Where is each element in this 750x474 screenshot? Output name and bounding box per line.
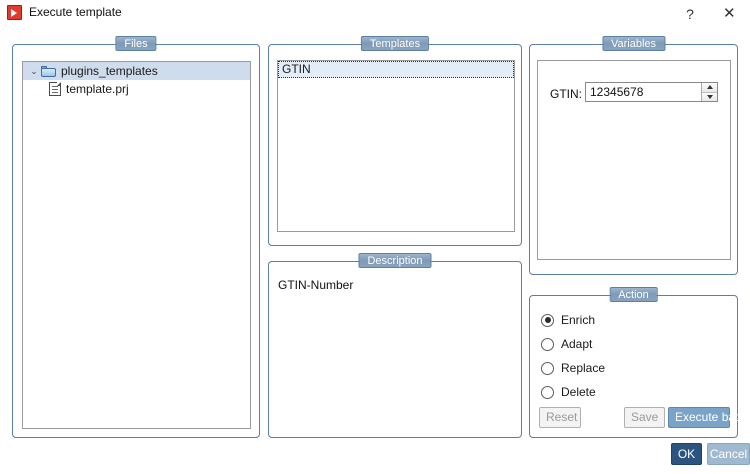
tree-item-label: plugins_templates (61, 64, 158, 78)
ok-button[interactable]: OK (671, 443, 702, 465)
gtin-field-label: GTIN: (550, 87, 582, 101)
description-group-title: Description (358, 253, 432, 268)
close-button[interactable]: ✕ (717, 2, 739, 24)
save-button[interactable]: Save (624, 407, 665, 428)
window-title: Execute template (29, 5, 122, 19)
radio-replace[interactable]: Replace (541, 361, 605, 375)
spinner-up-icon[interactable] (702, 83, 717, 93)
execute-batch-button[interactable]: Execute batch (668, 407, 750, 428)
variables-panel: GTIN: (537, 60, 731, 260)
execute-template-icon (7, 5, 22, 20)
description-group: Description GTIN-Number (268, 253, 522, 438)
cancel-button[interactable]: Cancel (707, 443, 750, 465)
templates-group-title: Templates (360, 36, 430, 51)
spinner-down-icon[interactable] (702, 92, 717, 101)
variables-group-title: Variables (601, 36, 666, 51)
templates-group: Templates GTIN (268, 36, 522, 246)
gtin-spinner[interactable] (701, 83, 717, 101)
tree-item-label: template.prj (66, 82, 129, 96)
radio-label: Replace (561, 361, 606, 375)
title-bar: Execute template ? ✕ (0, 0, 750, 25)
folder-icon (41, 65, 56, 77)
variables-group: Variables GTIN: (529, 36, 738, 275)
radio-adapt[interactable]: Adapt (541, 337, 592, 351)
action-group-title: Action (609, 287, 658, 302)
radio-label: Enrich (561, 313, 596, 327)
radio-label: Delete (561, 385, 596, 399)
gtin-stepper[interactable] (585, 82, 718, 102)
templates-list[interactable]: GTIN (277, 60, 515, 232)
description-text: GTIN-Number (278, 278, 354, 292)
radio-icon[interactable] (541, 337, 554, 351)
files-group: Files ⌄ plugins_templates template.prj (12, 36, 260, 438)
reset-button[interactable]: Reset (539, 407, 581, 428)
list-item[interactable]: GTIN (278, 61, 514, 78)
radio-icon[interactable] (541, 313, 554, 327)
tree-item-plugins-templates[interactable]: ⌄ plugins_templates (23, 62, 250, 80)
radio-label: Adapt (561, 337, 593, 351)
document-icon (49, 82, 61, 96)
radio-icon[interactable] (541, 361, 554, 375)
radio-delete[interactable]: Delete (541, 385, 596, 399)
files-group-title: Files (115, 36, 157, 51)
action-group: Action Enrich Adapt Replace Delete Reset… (529, 287, 750, 438)
chevron-down-icon[interactable]: ⌄ (30, 65, 38, 76)
help-button[interactable]: ? (679, 2, 701, 24)
files-tree[interactable]: ⌄ plugins_templates template.prj (22, 61, 251, 429)
tree-item-template-prj[interactable]: template.prj (23, 80, 250, 98)
gtin-input[interactable] (586, 83, 701, 101)
radio-icon[interactable] (541, 385, 554, 399)
radio-enrich[interactable]: Enrich (541, 313, 595, 327)
